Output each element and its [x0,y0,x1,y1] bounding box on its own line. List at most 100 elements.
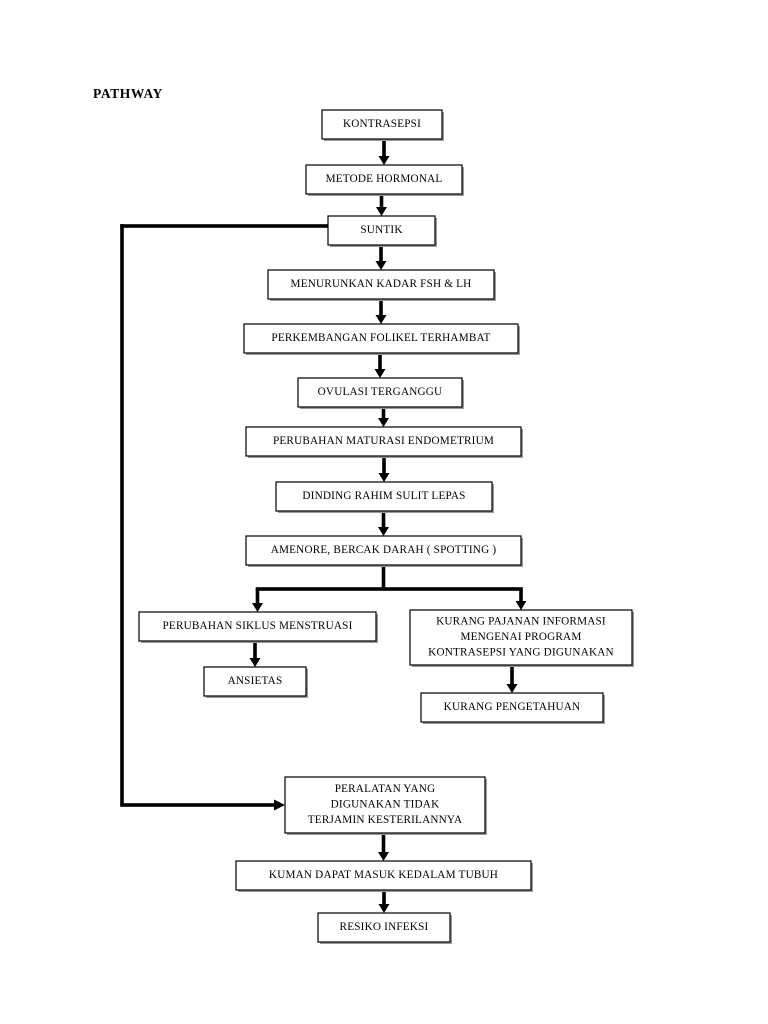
edge-n4-n5 [375,299,387,324]
flow-node-n12[interactable]: KURANG PAJANAN INFORMASI MENGENAI PROGRAM… [409,609,634,667]
flow-node-n2[interactable]: METODE HORMONAL [305,164,464,196]
edge-n9-n10 [252,565,523,612]
arrow-3-stem [379,299,383,315]
flow-node-n15[interactable]: KUMAN DAPAT MASUK KEDALAM TUBUH [235,860,533,892]
branch-right-head [515,601,527,610]
arrow-13-stem [381,833,386,852]
node-box [243,323,519,354]
edge-n3-n4 [375,245,387,270]
arrow-14-head [378,904,390,913]
node-box [245,426,522,457]
node-label: ANSIETAS [228,675,283,687]
flow-node-n7[interactable]: PERUBAHAN MATURASI ENDOMETRIUM [245,426,523,458]
node-box [420,692,604,723]
node-label: PERKEMBANGAN FOLIKEL TERHAMBAT [271,332,490,344]
node-box [267,269,495,300]
arrow-1-head [376,207,387,216]
node-label: DIGUNAKAN TIDAK [331,799,440,811]
arrow-11-head [506,684,518,693]
node-box [284,776,486,834]
flow-node-n4[interactable]: MENURUNKAN KADAR FSH & LH [267,269,496,301]
edges-layer [120,139,527,913]
node-box [275,481,493,512]
arrow-5-stem [381,407,386,418]
flow-node-n3[interactable]: SUNTIK [327,215,437,247]
loop-bottom-head [274,799,285,811]
node-box [235,860,532,891]
node-label: KURANG PENGETAHUAN [444,701,581,713]
node-box [321,109,443,140]
node-label: PERUBAHAN SIKLUS MENSTRUASI [162,620,352,632]
edge-n12-n13 [506,665,518,693]
arrow-10-head [249,658,261,667]
arrow-4-stem [378,353,382,369]
arrow-4-head [374,369,386,378]
flow-node-n14[interactable]: PERALATAN YANG DIGUNAKAN TIDAK TERJAMIN KE… [284,776,487,835]
node-box [305,164,463,195]
node-label: OVULASI TERGANGGU [318,386,443,398]
split-stem [381,565,386,589]
node-label: KONTRASEPSI YANG DIGUNAKAN [428,647,614,659]
node-label: METODE HORMONAL [326,173,443,185]
flow-node-n10[interactable]: PERUBAHAN SIKLUS MENSTRUASI [138,611,378,643]
page-title: PATHWAY [93,86,163,101]
arrow-14-stem [382,890,386,904]
node-label: PERUBAHAN MATURASI ENDOMETRIUM [273,435,494,447]
arrow-5-head [378,418,389,427]
loop-bottom-stem [120,803,274,807]
branch-left-stem [255,589,260,603]
arrow-7-stem [381,511,386,527]
flow-node-n1[interactable]: KONTRASEPSI [321,109,444,141]
arrow-0-head [378,156,390,165]
loop-vertical-segment [120,224,124,805]
node-label: TERJAMIN KESTERILANNYA [308,814,463,826]
node-label: PERALATAN YANG [335,783,436,795]
node-box [317,912,451,943]
edge-n1-n2 [378,139,390,165]
edge-n14-n15 [378,833,389,861]
flow-node-n5[interactable]: PERKEMBANGAN FOLIKEL TERHAMBAT [243,323,520,355]
flow-node-n11[interactable]: ANSIETAS [203,666,308,698]
arrow-2-head [375,261,387,270]
arrow-7-head [378,527,389,536]
branch-right-stem [519,589,523,601]
edge-n7-n8 [378,456,390,482]
edge-n9-n12 [515,589,527,610]
edge-n6-n7 [378,407,389,427]
node-box [297,377,463,408]
arrow-0-stem [382,139,386,156]
branch-left-head [252,603,263,612]
flow-node-n8[interactable]: DINDING RAHIM SULIT LEPAS [275,481,494,513]
flow-node-n6[interactable]: OVULASI TERGANGGU [297,377,464,409]
node-label: KONTRASEPSI [343,118,421,130]
node-box [245,535,522,566]
node-label: DINDING RAHIM SULIT LEPAS [302,490,465,502]
loop-top-segment [120,224,328,228]
edge-n3-n14 [120,224,328,811]
node-box [327,215,436,246]
node-label: KUMAN DAPAT MASUK KEDALAM TUBUH [269,869,498,881]
arrow-11-stem [510,665,514,684]
node-box [409,609,633,666]
node-label: KURANG PAJANAN INFORMASI [436,616,606,628]
edge-n10-n11 [249,641,261,667]
arrow-1-stem [379,194,384,207]
arrow-2-stem [379,245,383,261]
edge-n2-n3 [376,194,387,216]
node-label: AMENORE, BERCAK DARAH ( SPOTTING ) [271,544,497,556]
node-label: MENURUNKAN KADAR FSH & LH [291,278,472,290]
edge-n8-n9 [378,511,389,536]
node-label: SUNTIK [360,224,402,236]
node-label: RESIKO INFEKSI [340,921,429,933]
arrow-3-head [375,315,387,324]
split-bar [255,587,523,591]
arrow-6-head [378,473,390,482]
flow-node-n13[interactable]: KURANG PENGETAHUAN [420,692,605,724]
node-label: MENGENAI PROGRAM [461,631,582,643]
flow-node-n16[interactable]: RESIKO INFEKSI [317,912,452,944]
edge-n5-n6 [374,353,386,378]
node-box [203,666,307,697]
flow-node-n9[interactable]: AMENORE, BERCAK DARAH ( SPOTTING ) [245,535,523,567]
